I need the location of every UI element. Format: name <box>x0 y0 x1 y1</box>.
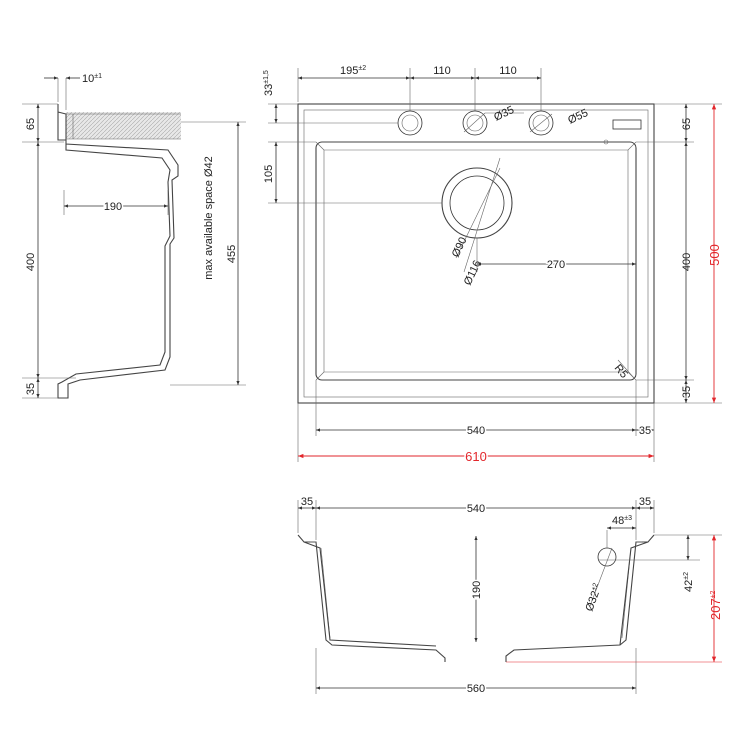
top-view: 195±2 110 110 33±1,5 105 Ø35 Ø55 Ø90 Ø11… <box>263 65 722 466</box>
front-total-depth-label: 207±2 <box>708 590 723 620</box>
top-bowl-width-label: 540 <box>467 425 485 437</box>
top-spacing1-label: 110 <box>433 65 451 77</box>
front-base-width-label: 560 <box>467 683 485 695</box>
side-depth-label: 190 <box>104 201 122 213</box>
top-spacing2-label: 110 <box>499 65 517 77</box>
front-right-label: 35 <box>639 496 651 508</box>
drain <box>441 167 513 239</box>
side-top-label: 65 <box>25 118 37 130</box>
front-view: 35 540 35 48±3 Ø32±2 190 42±2 207±2 560 <box>297 496 723 697</box>
top-total-height-label: 500 <box>707 244 722 266</box>
drain-inner-label: Ø90 <box>450 235 470 259</box>
side-wall-label: 10±1 <box>82 73 102 85</box>
top-total-width-label: 610 <box>465 449 487 464</box>
top-edge-label: 33±1,5 <box>263 70 275 96</box>
side-bottom-label: 35 <box>25 383 37 395</box>
front-left-label: 35 <box>301 496 313 508</box>
countertop-hatch <box>66 112 181 139</box>
tap-hole-1 <box>397 110 423 136</box>
side-space-note: max available space Ø42 <box>203 156 215 280</box>
side-height-label: 400 <box>25 253 37 271</box>
overflow-slot <box>612 119 642 130</box>
overflow-dia-label: Ø32±2 <box>584 582 605 613</box>
front-depth-label: 190 <box>471 581 483 599</box>
top-right-top-label: 65 <box>681 118 693 130</box>
top-bowl <box>315 141 637 381</box>
corner-radius-label: R5 <box>612 362 630 380</box>
drain-outer-label: Ø116 <box>462 259 484 288</box>
front-width-label: 540 <box>467 503 485 515</box>
overflow-pos-label: 48±3 <box>612 515 632 527</box>
top-offset-label: 195±2 <box>340 65 366 77</box>
overflow-height-label: 42±2 <box>683 572 695 592</box>
top-right-mid-label: 400 <box>681 253 693 271</box>
front-overflow-hole <box>597 547 617 567</box>
top-outer-rim <box>297 103 655 404</box>
top-border-right-label: 35 <box>639 425 651 437</box>
side-profile <box>57 104 179 399</box>
top-right-bottom-label: 35 <box>681 386 693 398</box>
side-total-label: 455 <box>226 245 238 263</box>
side-view: 10±1 65 400 35 190 max available space Ø… <box>22 73 246 399</box>
front-profile <box>297 534 655 662</box>
drain-right-label: 270 <box>547 259 565 271</box>
top-drain-pos-label: 105 <box>263 165 275 183</box>
hole-dia-label: Ø35 <box>492 104 516 124</box>
